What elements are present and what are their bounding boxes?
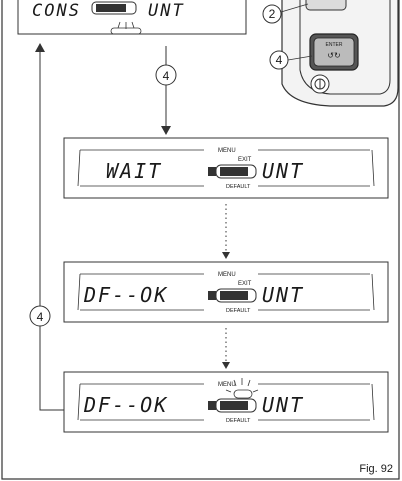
menu-label: MENU	[218, 148, 236, 154]
svg-text:↺↻: ↺↻	[327, 51, 340, 60]
fuel-icon	[208, 291, 216, 300]
svg-text:4: 4	[276, 53, 283, 67]
display-cons-left: CONS	[32, 1, 81, 21]
fuel-icon	[208, 167, 216, 176]
display-df-ok-right: UNT	[262, 393, 304, 417]
display-wait-left: WAIT	[106, 159, 162, 183]
figure-label: Fig. 92	[359, 463, 393, 475]
display-cons: CONS UNT	[17, 0, 247, 35]
menu-label: MENU	[218, 382, 236, 388]
fuel-icon	[208, 401, 216, 410]
display-df-ok-left: DF--OK	[83, 283, 168, 307]
step-arrow-4: 4	[155, 46, 177, 135]
default-label: DEFAULT	[226, 184, 251, 190]
display-df-ok-right: UNT	[262, 283, 304, 307]
display-df-ok-blinking: DF--OK MENU DEFAULT UNT	[63, 371, 389, 433]
display-wait: WAIT MENU EXIT DEFAULT UNT	[63, 137, 389, 199]
display-df-ok-left: DF--OK	[83, 393, 168, 417]
exit-label: EXIT	[238, 157, 252, 163]
control-step-2: 2	[262, 3, 309, 24]
dotted-arrow	[222, 328, 230, 369]
fuel-gauge	[215, 288, 257, 303]
default-label: DEFAULT	[226, 308, 251, 314]
exit-label: EXIT	[238, 281, 252, 287]
menu-label: MENU	[218, 272, 236, 278]
handlebar-control-icon: ENTER ↺↻	[281, 0, 399, 107]
svg-text:4: 4	[37, 310, 44, 324]
dotted-arrow	[222, 204, 230, 259]
svg-text:2: 2	[269, 7, 276, 21]
fuel-gauge	[91, 1, 137, 15]
control-step-4: 4	[269, 50, 313, 70]
display-wait-right: UNT	[262, 159, 304, 183]
loop-back-arrow: 4	[29, 43, 64, 411]
blink-rays	[225, 378, 259, 393]
enter-label: ENTER	[326, 42, 343, 48]
default-label: DEFAULT	[226, 418, 251, 424]
fuel-gauge	[215, 398, 257, 413]
svg-text:4: 4	[163, 69, 170, 83]
fuel-gauge	[215, 164, 257, 179]
enter-button-icon[interactable]: ENTER ↺↻	[309, 33, 359, 71]
display-df-ok: DF--OK MENU EXIT DEFAULT UNT	[63, 261, 389, 323]
display-cons-right: UNT	[148, 1, 185, 21]
